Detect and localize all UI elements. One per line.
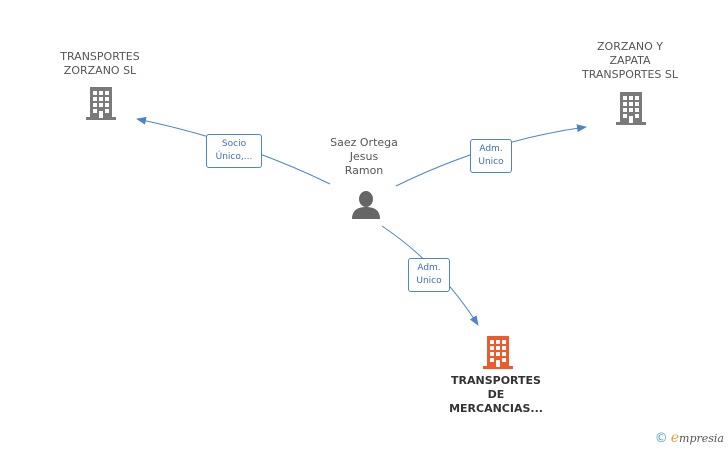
brand-initial: e [670, 430, 680, 446]
building-icon[interactable] [481, 334, 515, 370]
company-main-line-2: DE [487, 388, 505, 401]
edge-label-right-line-2: Unico [478, 157, 504, 167]
person-label[interactable]: Saez Ortega Jesus Ramon [318, 136, 410, 178]
company-right-label[interactable]: ZORZANO Y ZAPATA TRANSPORTES SL [572, 40, 688, 82]
building-icon[interactable] [614, 90, 648, 126]
company-right-line-1: ZORZANO Y [597, 40, 663, 53]
edge-label-left-line-2: Único,... [215, 152, 253, 162]
edge-label-bottom-line-1: Adm. [417, 263, 441, 273]
brand-logo[interactable]: empresia [671, 430, 724, 446]
company-main-line-1: TRANSPORTES [451, 374, 541, 387]
edge-label-adm-unico-bottom[interactable]: Adm. Unico [408, 258, 450, 292]
company-right-line-3: TRANSPORTES SL [581, 68, 679, 81]
person-line-1: Saez Ortega [330, 136, 398, 149]
company-main-line-3: MERCANCIAS... [449, 402, 543, 415]
person-line-2: Jesus [349, 150, 379, 163]
company-main-label[interactable]: TRANSPORTES DE MERCANCIAS... [438, 374, 554, 416]
building-icon[interactable] [84, 85, 118, 121]
edge-label-adm-unico-right[interactable]: Adm. Unico [470, 139, 512, 173]
company-right-line-2: ZAPATA [609, 54, 651, 67]
person-icon[interactable] [350, 190, 382, 220]
company-left-label[interactable]: TRANSPORTES ZORZANO SL [48, 50, 152, 78]
footer-brand: © empresia [655, 430, 724, 446]
company-left-line-2: ZORZANO SL [63, 64, 137, 77]
edge-label-right-line-1: Adm. [479, 144, 503, 154]
edge-label-socio-unico[interactable]: Socio Único,... [206, 134, 262, 168]
brand-name: mpresia [679, 432, 724, 445]
person-line-3: Ramon [344, 164, 384, 177]
edge-label-left-line-1: Socio [221, 139, 247, 149]
edge-label-bottom-line-2: Unico [416, 276, 442, 286]
copyright-icon: © [654, 430, 668, 446]
company-left-line-1: TRANSPORTES [60, 50, 140, 63]
